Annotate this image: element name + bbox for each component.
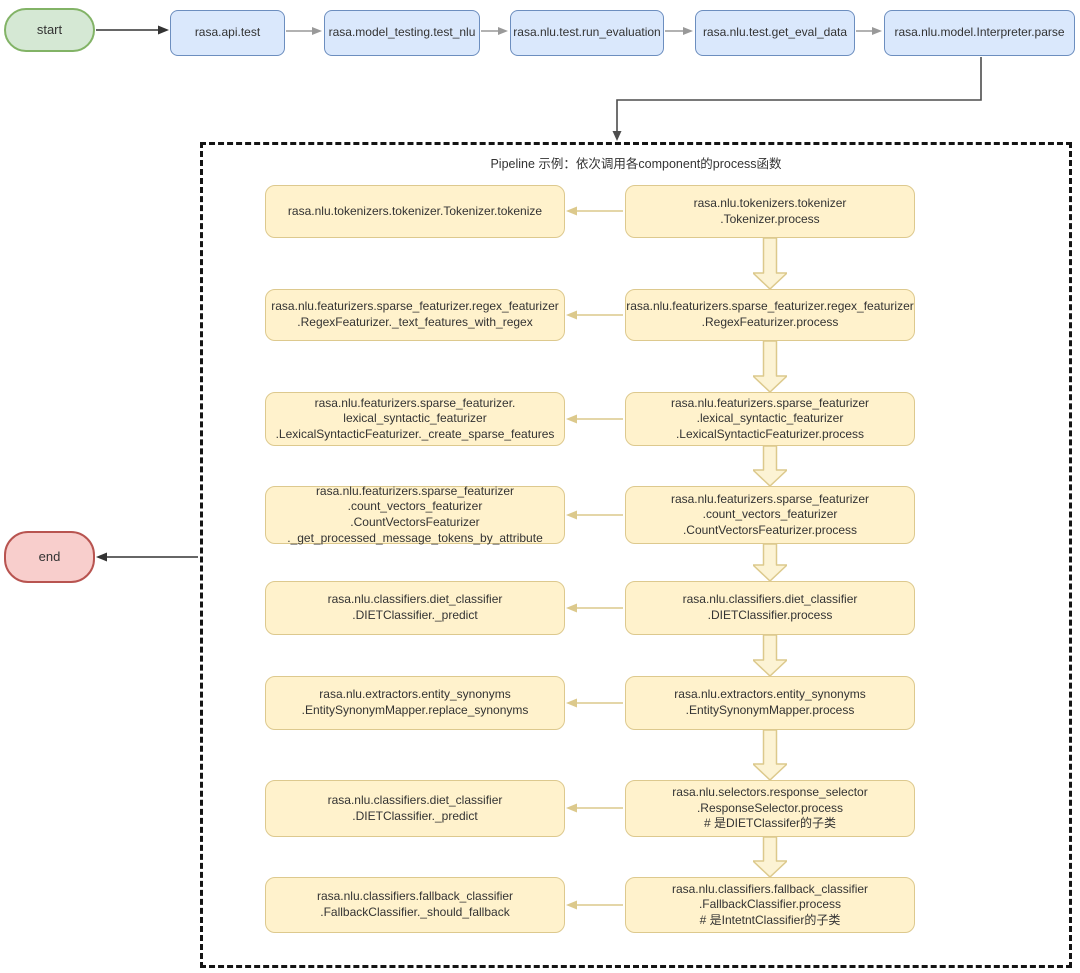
- process-flow-arrow-3: [753, 446, 787, 486]
- flow-step-interpreter-parse: rasa.nlu.model.Interpreter.parse: [884, 10, 1075, 56]
- called-box-diet-classifier: rasa.nlu.classifiers.diet_classifier .DI…: [265, 581, 565, 635]
- flow-step-get-eval-data: rasa.nlu.test.get_eval_data: [695, 10, 855, 56]
- flow-step-run-evaluation: rasa.nlu.test.run_evaluation: [510, 10, 664, 56]
- process-box-response-selector: rasa.nlu.selectors.response_selector .Re…: [625, 780, 915, 837]
- called-box-tokenizer: rasa.nlu.tokenizers.tokenizer.Tokenizer.…: [265, 185, 565, 238]
- connector-model-testing-to-run-evaluation: [481, 27, 508, 35]
- process-flow-arrow-4: [753, 544, 787, 581]
- process-box-fallback-classifier: rasa.nlu.classifiers.fallback_classifier…: [625, 877, 915, 933]
- called-box-fallback-classifier: rasa.nlu.classifiers.fallback_classifier…: [265, 877, 565, 933]
- process-flow-arrow-2: [753, 341, 787, 392]
- process-flow-arrow-1: [753, 238, 787, 289]
- process-box-tokenizer: rasa.nlu.tokenizers.tokenizer .Tokenizer…: [625, 185, 915, 238]
- process-box-count-vectors: rasa.nlu.featurizers.sparse_featurizer .…: [625, 486, 915, 544]
- process-box-entity-synonyms: rasa.nlu.extractors.entity_synonyms .Ent…: [625, 676, 915, 730]
- process-box-regex-featurizer: rasa.nlu.featurizers.sparse_featurizer.r…: [625, 289, 915, 341]
- end-node: end: [4, 531, 95, 583]
- connector-run-evaluation-to-get-eval-data: [665, 27, 693, 35]
- connector-interpreter-parse-to-pipeline: [612, 57, 982, 141]
- connector-pipeline-to-end: [96, 552, 198, 562]
- pipeline-container: Pipeline 示例：依次调用各component的process函数: [200, 142, 1072, 968]
- connector-start-to-api-test: [96, 25, 169, 35]
- start-node: start: [4, 8, 95, 52]
- process-box-diet-classifier: rasa.nlu.classifiers.diet_classifier .DI…: [625, 581, 915, 635]
- process-flow-arrow-5: [753, 635, 787, 676]
- pipeline-container-label: Pipeline 示例：依次调用各component的process函数: [490, 157, 782, 171]
- connector-api-test-to-model-testing: [286, 27, 322, 35]
- process-flow-arrow-7: [753, 837, 787, 877]
- connector-get-eval-data-to-interpreter-parse: [856, 27, 882, 35]
- flow-step-rasa-api-test: rasa.api.test: [170, 10, 285, 56]
- process-box-lexical-syntactic: rasa.nlu.featurizers.sparse_featurizer .…: [625, 392, 915, 446]
- called-box-regex-featurizer: rasa.nlu.featurizers.sparse_featurizer.r…: [265, 289, 565, 341]
- flow-step-model-testing-test-nlu: rasa.model_testing.test_nlu: [324, 10, 480, 56]
- called-box-lexical-syntactic: rasa.nlu.featurizers.sparse_featurizer. …: [265, 392, 565, 446]
- called-box-entity-synonyms: rasa.nlu.extractors.entity_synonyms .Ent…: [265, 676, 565, 730]
- process-flow-arrow-6: [753, 730, 787, 780]
- called-box-diet-predict: rasa.nlu.classifiers.diet_classifier .DI…: [265, 780, 565, 837]
- called-box-count-vectors: rasa.nlu.featurizers.sparse_featurizer .…: [265, 484, 565, 545]
